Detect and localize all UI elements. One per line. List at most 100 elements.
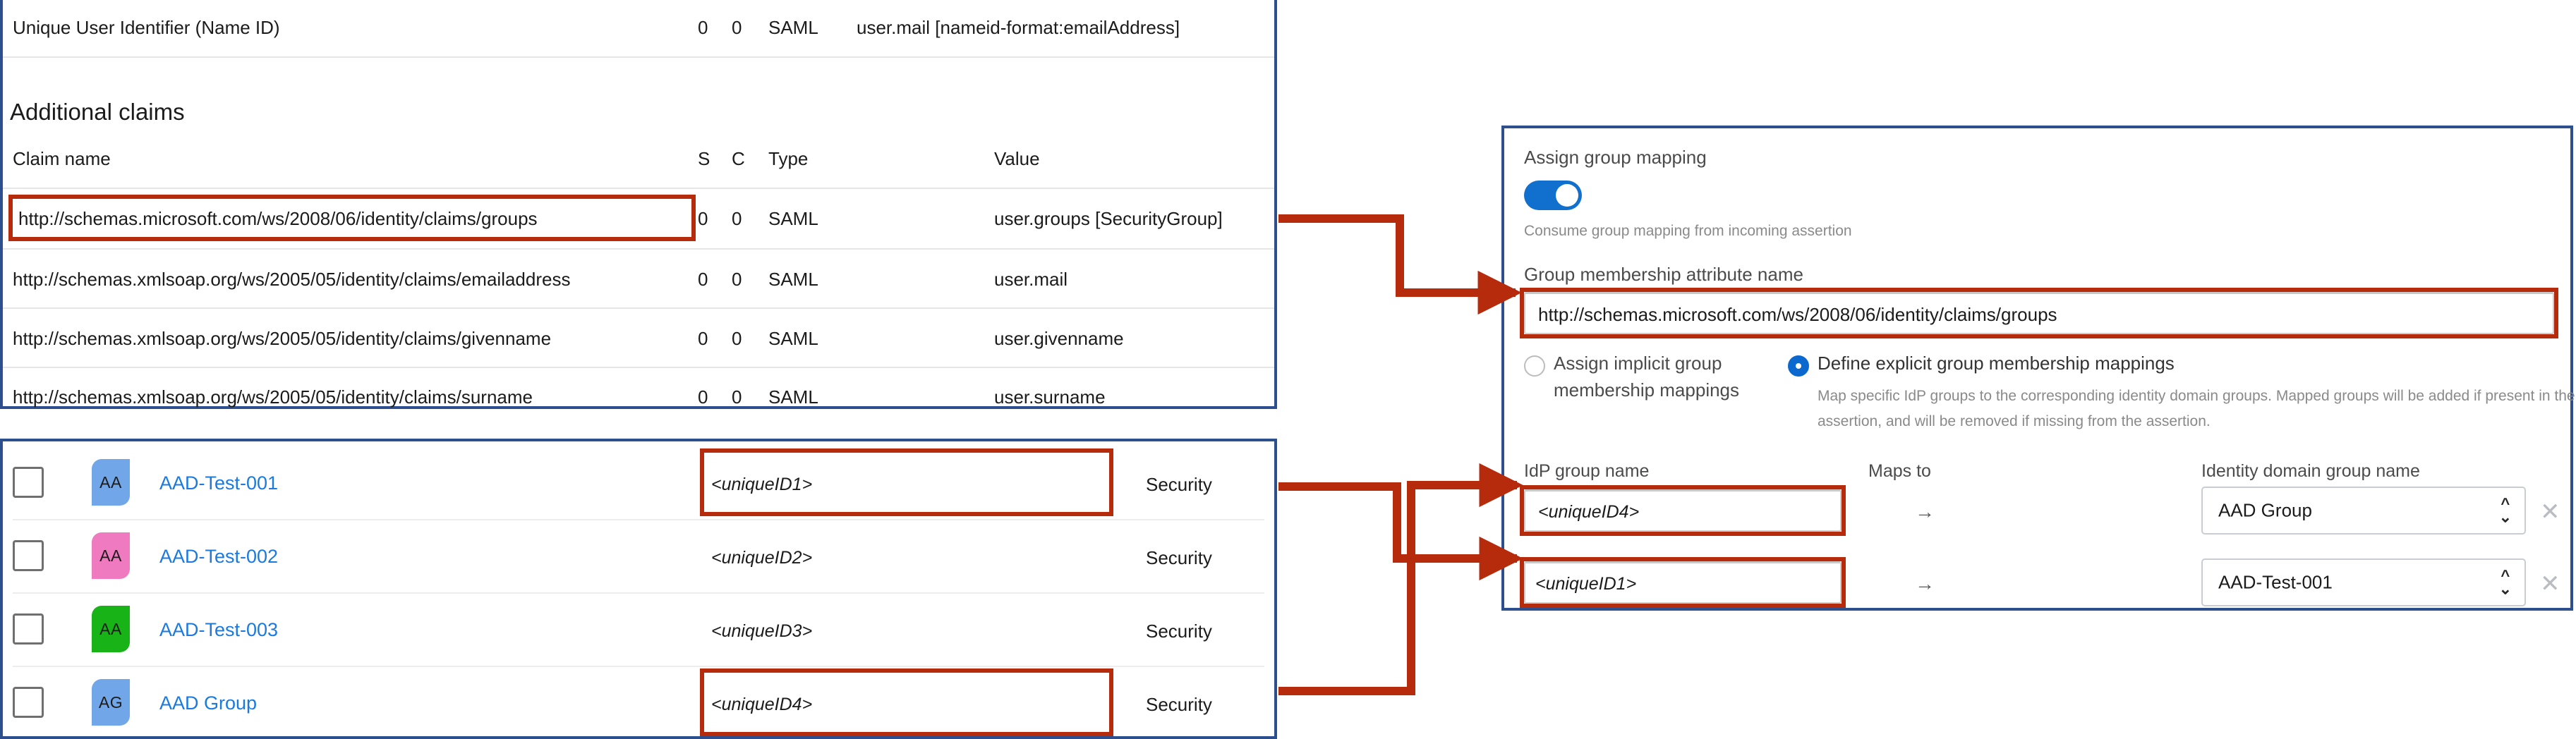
assign-group-mapping-toggle[interactable] [1524, 181, 1582, 210]
header-s: S [698, 148, 710, 169]
additional-claims-title: Additional claims [10, 99, 185, 125]
col-header-identity-domain-group-name: Identity domain group name [2201, 461, 2420, 481]
list-item[interactable]: AA AAD-Test-001 <uniqueID1> Security [3, 447, 1274, 518]
group-membership-attribute-input[interactable]: http://schemas.microsoft.com/ws/2008/06/… [1524, 292, 2554, 334]
chevron-updown-icon: ^⌄ [2498, 566, 2512, 597]
group-type: Security [1146, 474, 1212, 495]
group-unique-id: <uniqueID3> [711, 621, 813, 641]
radio-define-explicit[interactable] [1788, 355, 1809, 377]
identity-domain-group-select[interactable]: AAD-Test-001 ^⌄ [2201, 558, 2526, 606]
claim-s-value: 0 [698, 269, 708, 290]
claim-type-value: SAML [768, 328, 818, 349]
group-unique-id: <uniqueID2> [711, 548, 813, 568]
row-divider [3, 248, 1274, 250]
claim-type-value: SAML [768, 208, 818, 229]
avatar-initials: AA [99, 472, 122, 491]
attribute-name-value: http://schemas.microsoft.com/ws/2008/06/… [1538, 304, 2057, 325]
list-item[interactable]: AA AAD-Test-002 <uniqueID2> Security [3, 520, 1274, 591]
saml-claims-panel: Unique User Identifier (Name ID) 0 0 SAM… [0, 0, 1277, 409]
highlight-box-idp-group-1 [1520, 485, 1846, 536]
claim-s-value: 0 [698, 208, 708, 229]
idp-group-name-value: <uniqueID4> [1538, 502, 1640, 522]
avatar-initials: AA [99, 546, 122, 565]
row-checkbox[interactable] [13, 540, 44, 571]
list-item[interactable]: AA AAD-Test-003 <uniqueID3> Security [3, 594, 1274, 664]
attribute-name-label: Group membership attribute name [1524, 264, 1803, 285]
idp-group-name-input[interactable]: <uniqueID4> [1524, 489, 1842, 532]
header-value: Value [994, 148, 1040, 169]
list-divider [13, 519, 1264, 520]
header-c: C [732, 148, 745, 169]
nameid-claim-name: Unique User Identifier (Name ID) [13, 17, 280, 38]
list-divider [13, 592, 1264, 594]
claim-type-value: SAML [768, 269, 818, 290]
assign-group-mapping-label: Assign group mapping [1524, 147, 1707, 168]
connector-groups-claim-to-attribute [1278, 214, 1522, 315]
avatar: AA [92, 606, 130, 652]
list-divider [13, 666, 1264, 667]
nameid-type-value: SAML [768, 17, 818, 38]
claim-c-value: 0 [732, 328, 742, 349]
identity-domain-group-select[interactable]: AAD Group ^⌄ [2201, 487, 2526, 535]
header-claim-name: Claim name [13, 148, 111, 169]
claim-s-value: 0 [698, 386, 708, 408]
group-type: Security [1146, 547, 1212, 568]
group-type: Security [1146, 621, 1212, 642]
row-divider [3, 188, 1274, 189]
group-type: Security [1146, 694, 1212, 715]
chevron-updown-icon: ^⌄ [2498, 494, 2512, 525]
aad-groups-list-panel: AA AAD-Test-001 <uniqueID1> Security AA … [0, 439, 1277, 739]
claim-value: user.givenname [994, 328, 1124, 349]
highlight-box-uniqueid4 [700, 668, 1113, 736]
idp-group-name-value: <uniqueID1> [1535, 574, 1637, 594]
connector-uniqueid1-to-mapping-row2 [1278, 482, 1523, 581]
highlight-box-attribute-name [1520, 288, 2558, 338]
toggle-caption: Consume group mapping from incoming asse… [1524, 223, 1852, 239]
identity-domain-group-value: AAD-Test-001 [2218, 571, 2333, 593]
explicit-description: Map specific IdP groups to the correspon… [1818, 388, 2576, 429]
radio-assign-implicit-label-line2: membership mappings [1554, 379, 1740, 401]
nameid-c-value: 0 [732, 17, 742, 38]
idp-group-name-input[interactable]: <uniqueID1> [1524, 561, 1842, 604]
remove-mapping-button[interactable]: ✕ [2540, 570, 2560, 597]
col-header-maps-to: Maps to [1868, 461, 1931, 481]
row-checkbox[interactable] [13, 687, 44, 718]
nameid-value: user.mail [nameid-format:emailAddress] [857, 17, 1180, 38]
remove-mapping-button[interactable]: ✕ [2540, 499, 2560, 525]
claim-name: http://schemas.xmlsoap.org/ws/2005/05/id… [13, 386, 533, 408]
claim-type-value: SAML [768, 386, 818, 408]
header-type: Type [768, 148, 809, 169]
highlight-box-idp-group-2 [1520, 557, 1846, 608]
radio-assign-implicit-label-line1: Assign implicit group [1554, 353, 1722, 374]
highlight-box-groups-claim [8, 195, 696, 241]
col-header-idp-group-name: IdP group name [1524, 461, 1650, 481]
assign-group-mapping-panel: Assign group mapping Consume group mappi… [1501, 126, 2576, 611]
maps-to-arrow-icon: → [1915, 501, 1935, 523]
avatar: AA [92, 532, 130, 579]
identity-domain-group-value: AAD Group [2218, 499, 2312, 521]
claim-value: user.groups [SecurityGroup] [994, 208, 1223, 229]
maps-to-arrow-icon: → [1915, 573, 1935, 594]
avatar: AG [92, 679, 130, 726]
avatar-initials: AG [98, 692, 123, 711]
group-name-link[interactable]: AAD-Test-002 [159, 546, 279, 567]
claim-c-value: 0 [732, 386, 742, 408]
group-name-link[interactable]: AAD-Test-001 [159, 472, 279, 494]
radio-define-explicit-label: Define explicit group membership mapping… [1818, 353, 2175, 374]
group-name-link[interactable]: AAD Group [159, 692, 258, 714]
claim-s-value: 0 [698, 328, 708, 349]
row-divider [3, 307, 1274, 309]
list-item[interactable]: AG AAD Group <uniqueID4> Security [3, 667, 1274, 738]
claim-value: user.mail [994, 269, 1068, 290]
claim-name: http://schemas.xmlsoap.org/ws/2005/05/id… [13, 328, 552, 349]
row-checkbox[interactable] [13, 467, 44, 498]
claim-c-value: 0 [732, 269, 742, 290]
group-unique-id: <uniqueID4> [711, 695, 813, 714]
radio-assign-implicit[interactable] [1524, 355, 1545, 377]
claim-value: user.surname [994, 386, 1106, 408]
group-name-link[interactable]: AAD-Test-003 [159, 619, 279, 640]
avatar-initials: AA [99, 619, 122, 638]
row-checkbox[interactable] [13, 613, 44, 645]
toggle-knob [1556, 184, 1578, 207]
claim-name: http://schemas.xmlsoap.org/ws/2005/05/id… [13, 269, 571, 290]
